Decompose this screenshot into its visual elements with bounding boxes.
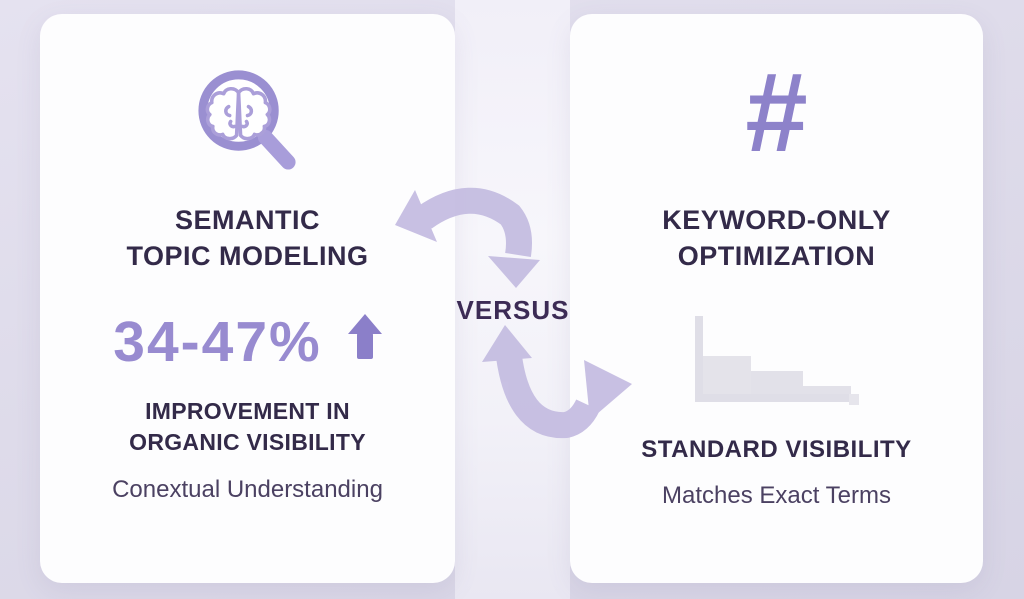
versus-label: VERSUS: [456, 295, 570, 325]
up-arrow-icon: [347, 314, 382, 365]
right-card-title-line1: KEYWORD-ONLY: [662, 205, 891, 235]
left-card-title-line1: SEMANTIC: [174, 205, 320, 235]
stat-row: 34-47%: [113, 310, 382, 376]
right-card-stat-label: STANDARD VISIBILITY: [641, 436, 912, 463]
hashtag-icon: #: [745, 50, 807, 176]
magnifier-brain-icon: [191, 62, 305, 176]
hashtag-glyph: #: [745, 50, 808, 175]
declining-bar-chart-icon: [693, 314, 861, 406]
keyword-only-optimization-card: # KEYWORD-ONLY OPTIMIZATION STANDARD VIS…: [570, 14, 983, 583]
right-card-title: KEYWORD-ONLY OPTIMIZATION: [662, 202, 891, 274]
right-card-caption: Matches Exact Terms: [662, 482, 891, 509]
semantic-topic-modeling-card: SEMANTIC TOPIC MODELING 34-47% IMPROVEME…: [40, 14, 455, 583]
left-card-title: SEMANTIC TOPIC MODELING: [126, 202, 368, 274]
left-card-caption: Conextual Understanding: [112, 476, 383, 503]
right-card-title-line2: OPTIMIZATION: [677, 241, 876, 271]
stat-label-line2: ORGANIC VISIBILITY: [129, 429, 366, 455]
stat-label-line1: IMPROVEMENT IN: [145, 398, 350, 424]
center-divider-strip: [455, 0, 570, 599]
stat-value: 34-47%: [113, 310, 322, 374]
magnifier-brain-icon-svg: [197, 70, 296, 170]
stat-label: IMPROVEMENT IN ORGANIC VISIBILITY: [129, 396, 366, 458]
left-card-title-line2: TOPIC MODELING: [126, 241, 369, 271]
